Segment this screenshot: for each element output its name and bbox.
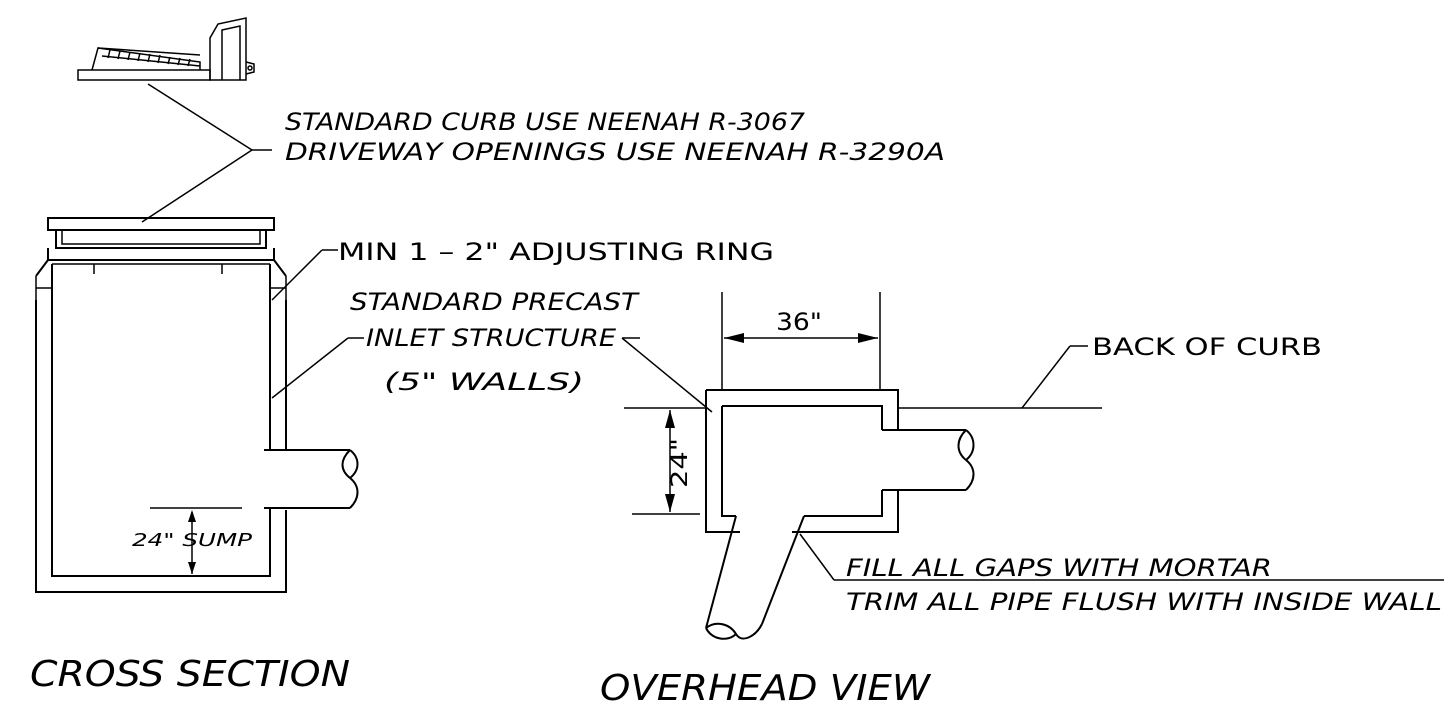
ring-leader-line <box>271 249 323 301</box>
curb-casting-icon <box>77 17 255 81</box>
structure-leader-left <box>271 337 349 399</box>
back-of-curb-note: BACK OF CURB <box>1092 333 1322 361</box>
cross-section-view <box>35 217 359 593</box>
grate-leader-line-2 <box>141 149 253 223</box>
mortar-note-line1: FILL ALL GAPS WITH MORTAR <box>846 554 1272 582</box>
structure-leader-right <box>621 337 713 413</box>
overhead-view-title: OVERHEAD VIEW <box>600 668 931 707</box>
grate-note-line2: DRIVEWAY OPENINGS USE NEENAH R-3290A <box>285 138 945 166</box>
mortar-leader-line <box>799 533 835 581</box>
dim-36: 36" <box>776 308 822 336</box>
overhead-view <box>624 292 1102 640</box>
cross-section-title: CROSS SECTION <box>30 654 350 695</box>
structure-note-line1: STANDARD PRECAST <box>350 288 641 316</box>
curb-leader-line <box>1021 345 1071 409</box>
adjusting-ring-note: MIN 1 – 2" ADJUSTING RING <box>338 238 774 266</box>
grate-note-line1: STANDARD CURB USE NEENAH R-3067 <box>285 108 806 136</box>
mortar-note-line2: TRIM ALL PIPE FLUSH WITH INSIDE WALL <box>846 588 1442 616</box>
grate-leader-line <box>147 83 253 151</box>
sump-label: 24" SUMP <box>132 530 252 551</box>
structure-note-line2: INLET STRUCTURE <box>366 324 617 352</box>
structure-note-line3: (5" WALLS) <box>384 368 584 396</box>
dim-24: 24" <box>668 438 693 488</box>
